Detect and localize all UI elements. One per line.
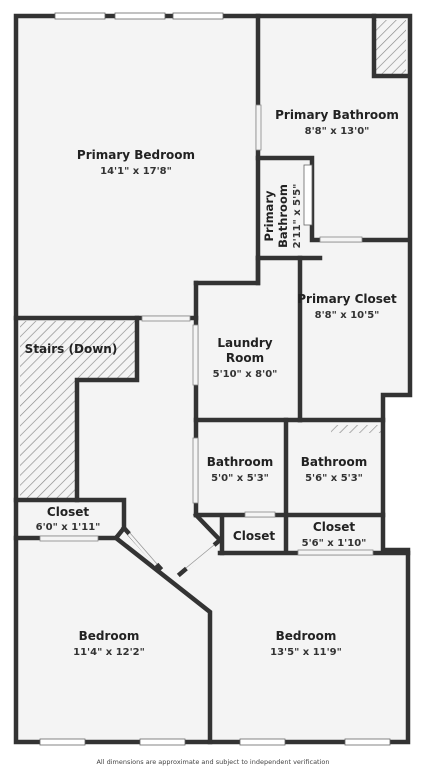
stairs-hatch [20, 321, 137, 498]
bathroom-left-name: Bathroom [207, 455, 273, 469]
windows [39, 12, 391, 746]
room-labels: Primary Bedroom 14'1" x 17'8" Primary Ba… [25, 108, 399, 766]
primary-bathroom-small-name-2: Bathroom [276, 184, 290, 248]
stairs-name: Stairs (Down) [25, 342, 118, 356]
closet-left-name: Closet [47, 505, 89, 519]
shaft-hatch [376, 20, 406, 75]
closet-right-name: Closet [313, 520, 355, 534]
bedroom-left-dims: 11'4" x 12'2" [73, 647, 145, 658]
laundry-room-dims: 5'10" x 8'0" [213, 369, 278, 380]
primary-bathroom-small-dims: 2'11" x 5'5" [292, 184, 303, 249]
primary-closet-dims: 8'8" x 10'5" [315, 310, 380, 321]
bath-vanity-hatch [331, 425, 381, 433]
primary-closet-name: Primary Closet [297, 292, 397, 306]
primary-bedroom-name: Primary Bedroom [77, 148, 195, 162]
bedroom-right-name: Bedroom [276, 629, 337, 643]
laundry-room-name-2: Room [226, 351, 264, 365]
closet-right-dims: 5'6" x 1'10" [302, 538, 367, 549]
bathroom-left-dims: 5'0" x 5'3" [211, 473, 269, 484]
primary-bathroom-dims: 8'8" x 13'0" [305, 126, 370, 137]
bedroom-left-name: Bedroom [79, 629, 140, 643]
disclaimer-text: All dimensions are approximate and subje… [96, 758, 329, 766]
diagonal-doors [127, 531, 216, 571]
laundry-room-name-1: Laundry [217, 336, 272, 350]
closet-middle-name: Closet [233, 529, 275, 543]
bathroom-right-name: Bathroom [301, 455, 367, 469]
primary-bathroom-small-name-1: Primary [262, 190, 276, 241]
primary-bedroom-dims: 14'1" x 17'8" [100, 166, 172, 177]
closet-left-dims: 6'0" x 1'11" [36, 522, 101, 533]
bathroom-right-dims: 5'6" x 5'3" [305, 473, 363, 484]
door-openings [39, 104, 374, 556]
primary-bathroom-name: Primary Bathroom [275, 108, 399, 122]
primary-bathroom-small-label: Primary Bathroom 2'11" x 5'5" [262, 184, 303, 249]
bedroom-right-dims: 13'5" x 11'9" [270, 647, 342, 658]
